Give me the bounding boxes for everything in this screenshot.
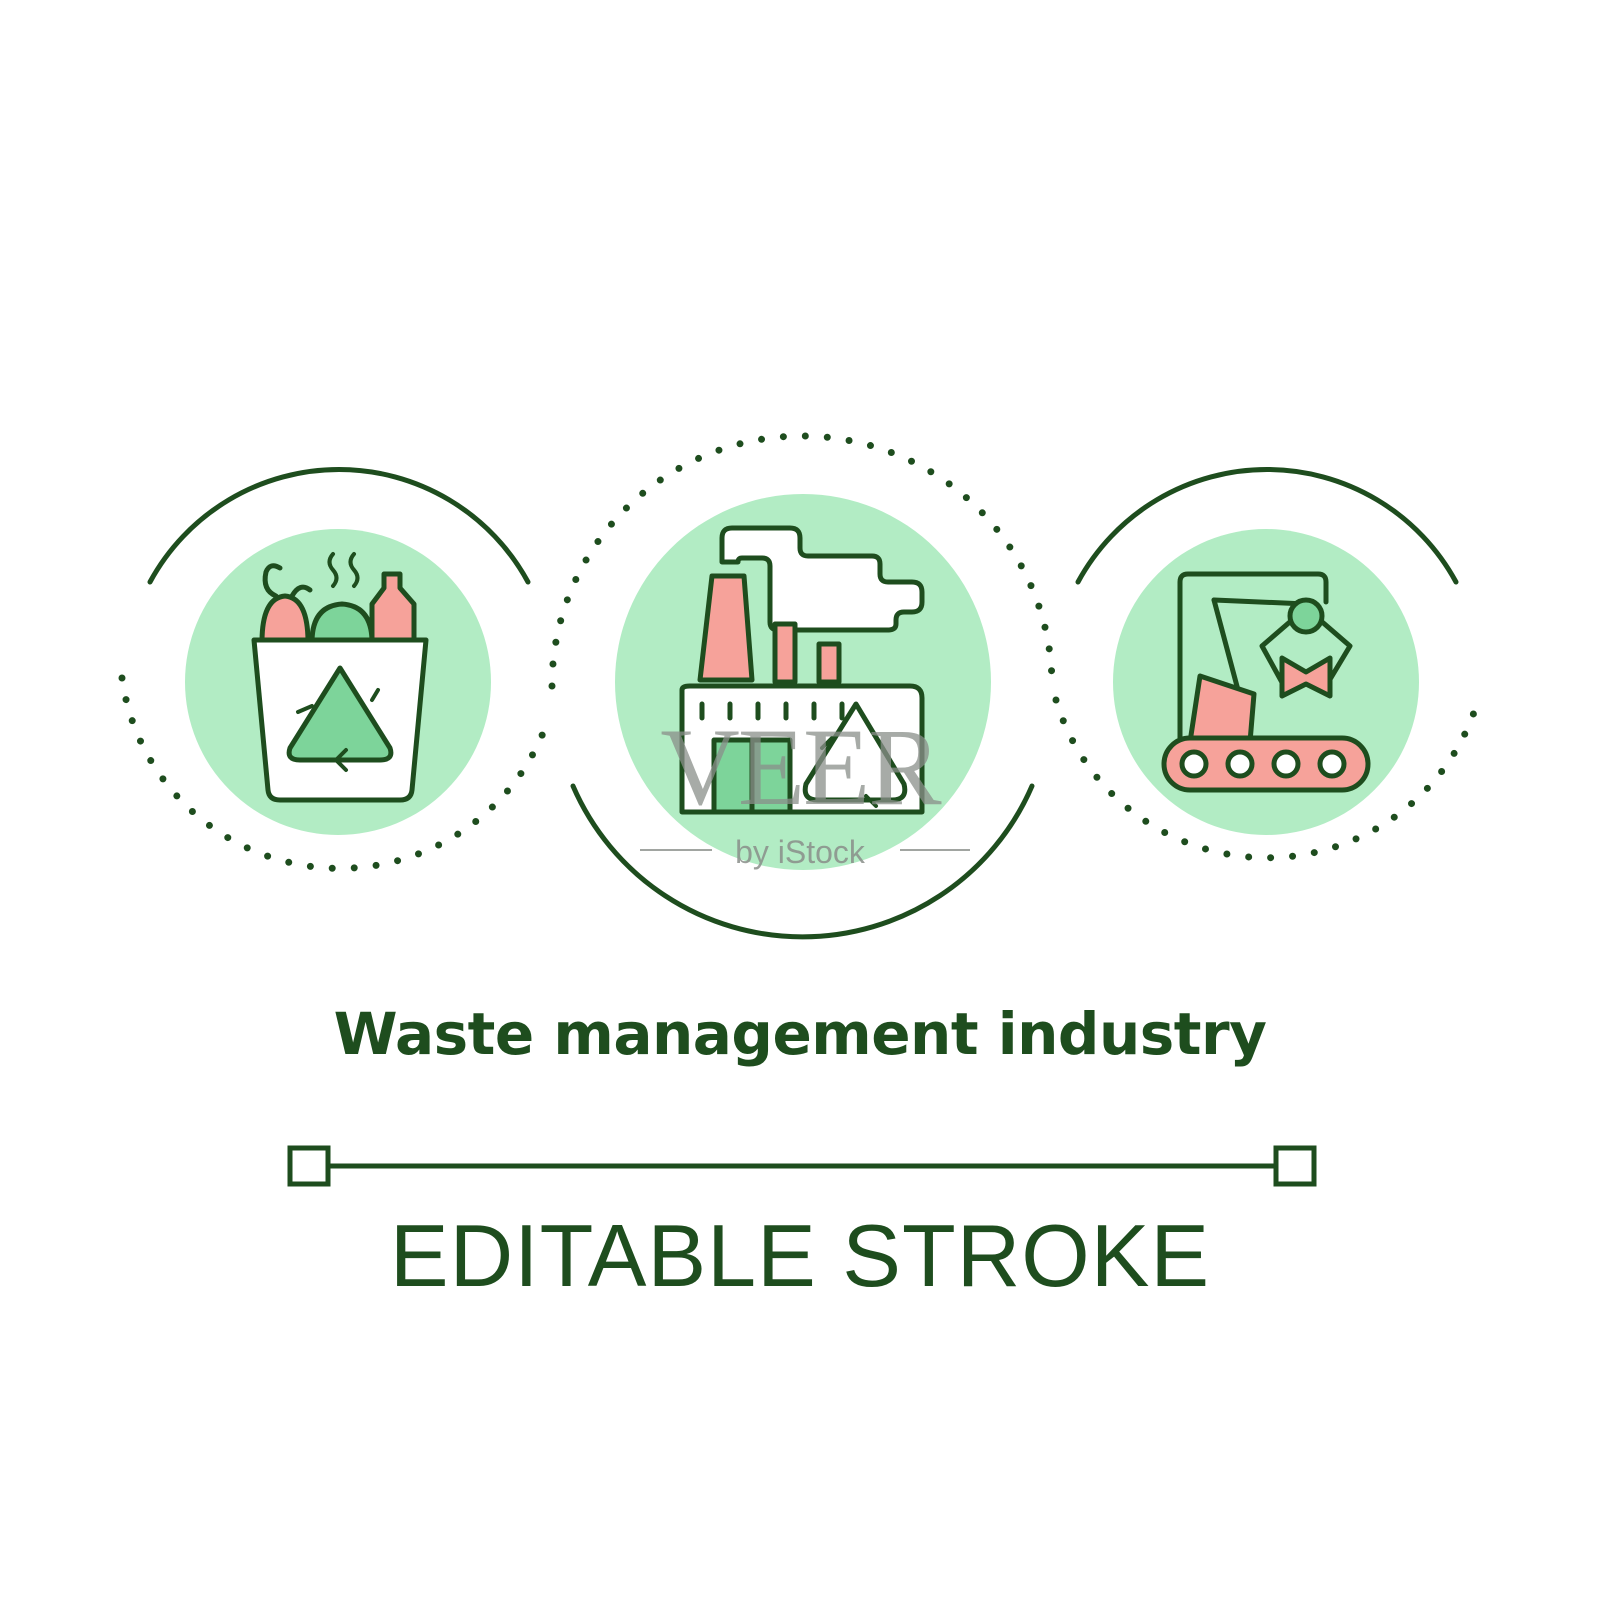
concept-title: Waste management industry [333,1000,1267,1068]
divider-line [287,1145,1317,1187]
left-top-arc [147,466,531,585]
recycling-bin-icon [251,552,429,803]
divider-left-handle [287,1145,331,1187]
right-top-arc [1075,466,1459,585]
right-bottom-dotted-arc [1052,696,1482,862]
watermark-brand: VEER [660,706,941,828]
right-group [1052,466,1482,862]
middle-top-dotted-arc [548,432,1056,690]
recycling-factory-icon [679,525,925,815]
middle-bottom-arc [570,783,1035,940]
conveyor-sorting-icon [1161,571,1371,793]
watermark-tagline: by iStock [735,834,865,870]
middle-group [548,432,1056,940]
left-group [118,466,552,872]
divider-right-handle [1273,1145,1317,1187]
left-bottom-dotted-arc [118,674,552,872]
editable-stroke-label: EDITABLE STROKE [389,1206,1211,1305]
